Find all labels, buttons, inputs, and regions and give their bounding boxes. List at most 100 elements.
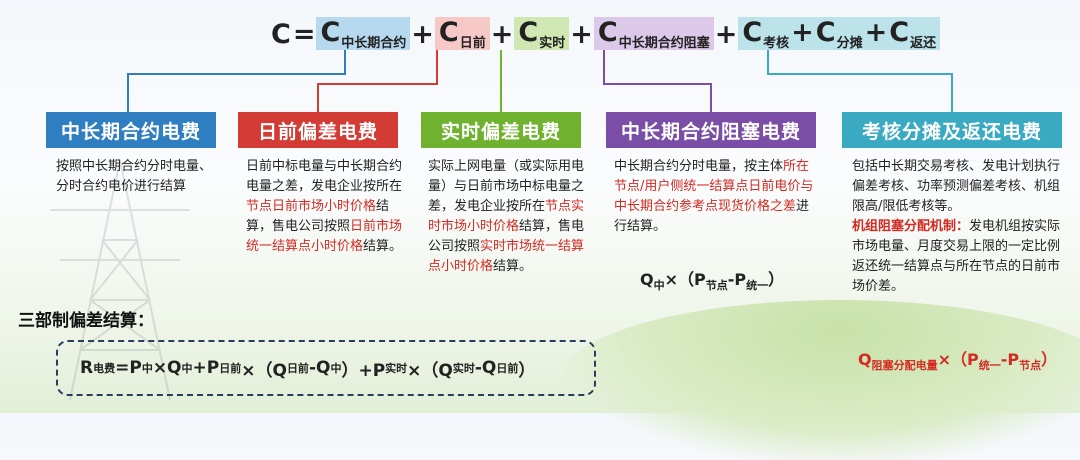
allocation-formula: Q阻塞分配电量×（P统一-P节点） [858, 346, 1057, 373]
formula-part: Q [640, 270, 654, 289]
formula-part: =P [115, 358, 142, 378]
formula-part: （P [951, 350, 979, 369]
term-base: C [438, 17, 459, 48]
desc-text: 结算。 [363, 239, 403, 254]
connector-long-term [127, 50, 346, 112]
formula-plus: + [714, 19, 738, 50]
header-day-ahead-deviation: 日前偏差电费 [238, 112, 398, 148]
desc-long-term-congestion: 中长期合约分时电量，按主体所在节点/用户侧统一结算点日前电价与中长期合约参考点现… [614, 157, 814, 237]
congestion-formula: Q中×（P节点-P统一） [640, 266, 784, 293]
formula-plus: + [570, 19, 593, 50]
desc-text: 结算，售电公司按照 [246, 199, 390, 234]
formula-part: ×（Q [241, 360, 287, 381]
desc-text: 包括中长期交易考核、发电计划执行偏差考核、功率预测偏差考核、机组限高/限低考核等… [852, 159, 1061, 214]
header-assessment-allocation: 考核分摊及返还电费 [842, 112, 1062, 148]
desc-text: 发电机组按实际市场电量、月度交易上限的一定比例返还统一结算点与所在节点的日前市场… [852, 219, 1061, 294]
formula-part: +P [192, 358, 220, 378]
formula-part: ）+P [341, 360, 386, 381]
desc-highlight: 日前市场统一结算点小时价格 [246, 219, 403, 254]
term-sub: 中长期合约 [341, 36, 407, 51]
formula-equals: = [292, 19, 316, 50]
three-part-label: 三部制偏差结算： [18, 311, 154, 331]
desc-real-time-deviation: 实际上网电量（或实际用电量）与日前市场中标电量之差，发电企业按所在节点实时市场小… [428, 157, 586, 277]
formula-part: -P [1000, 350, 1020, 369]
desc-text: 日前中标电量与中长期合约电量之差，发电企业按所在 [246, 159, 403, 194]
formula-part: ） [768, 270, 785, 289]
formula-sub: 阻塞分配电量 [871, 359, 938, 373]
term-base: C [889, 17, 910, 48]
formula-sub: 日前 [219, 362, 242, 375]
term-base: C [742, 17, 763, 48]
term-sub: 中长期合约阻塞 [618, 36, 710, 51]
term-sub: 返还 [910, 36, 937, 51]
desc-text: 按照中长期合约分时电量、分时合约电价进行结算 [56, 159, 213, 194]
desc-text: 结算。 [493, 259, 533, 274]
header-long-term-contract: 中长期合约电费 [46, 112, 216, 148]
formula-c: C [271, 19, 291, 50]
desc-text: 中长期合约分时电量，按主体 [614, 159, 784, 174]
formula-sub: 电费 [93, 362, 116, 375]
desc-highlight: 节点日前市场小时价格 [246, 199, 377, 214]
formula-sub: 中 [181, 362, 193, 375]
term-base: C [320, 17, 341, 48]
formula-part: ×（Q [407, 360, 453, 381]
formula-sub: 统一 [746, 279, 769, 293]
term-sub: 考核 [763, 36, 790, 51]
desc-highlight: 所在节点/用户侧统一结算点日前电价与中长期合约参考点现货价格之差 [614, 159, 814, 214]
term-base: C [518, 17, 539, 48]
formula-sub: 统一 [978, 359, 1001, 373]
formula-sub: 中 [141, 362, 153, 375]
term-sub: 分摊 [836, 36, 863, 51]
desc-text: 进行结算。 [614, 199, 810, 234]
formula-part: × [937, 350, 952, 369]
formula-part: ×Q [152, 358, 182, 378]
desc-long-term-contract: 按照中长期合约分时电量、分时合约电价进行结算 [56, 157, 216, 197]
formula-part: -Q [474, 358, 497, 378]
desc-day-ahead-deviation: 日前中标电量与中长期合约电量之差，发电企业按所在节点日前市场小时价格结算，售电公… [246, 157, 406, 257]
formula-sub: 实时 [385, 362, 408, 375]
connector-day-ahead [317, 50, 438, 112]
term-base: C [597, 17, 618, 48]
connector-lines [127, 50, 953, 112]
formula-plus: + [411, 19, 434, 50]
formula-sub: 节点 [705, 279, 728, 293]
formula-part: ） [518, 360, 536, 381]
formula-sub: 中 [330, 362, 342, 375]
term-sub: 日前 [459, 36, 486, 51]
power-tower-watermark [50, 159, 190, 401]
connector-congestion [603, 50, 712, 112]
formula-sub: 节点 [1019, 359, 1042, 373]
formula-part: × [664, 270, 679, 289]
formula-plus: + [864, 17, 888, 48]
formula-part: ） [1041, 350, 1058, 369]
desc-text: 实际上网电量（或实际用电量）与日前市场中标电量之差，发电企业按所在 [428, 159, 585, 214]
formula-sub: 中 [653, 279, 665, 293]
formula-sub: 日前 [286, 362, 309, 375]
desc-highlight: 节点实时市场小时价格 [428, 199, 585, 234]
term-base: C [815, 17, 836, 48]
desc-highlight: 实时市场统一结算点小时价格 [428, 239, 585, 274]
formula-plus: + [791, 17, 814, 48]
formula-sub: 日前 [496, 362, 519, 375]
header-real-time-deviation: 实时偏差电费 [421, 112, 581, 148]
formula-part: （P [678, 270, 706, 289]
desc-text: 结算，售电公司按照 [428, 219, 585, 254]
background-hill [560, 300, 1080, 460]
formula-part: -P [727, 270, 747, 289]
formula-part: -Q [308, 358, 331, 378]
desc-highlight: 机组阻塞分配机制： [852, 219, 970, 234]
formula-part: Q [858, 350, 872, 369]
desc-assessment-allocation: 包括中长期交易考核、发电计划执行偏差考核、功率预测偏差考核、机组限高/限低考核等… [852, 157, 1062, 297]
formula-part: R [80, 358, 94, 378]
formula-plus: + [490, 19, 514, 50]
connector-assessment [767, 50, 953, 112]
header-long-term-congestion: 中长期合约阻塞电费 [606, 112, 816, 148]
formula-sub: 实时 [452, 362, 475, 375]
